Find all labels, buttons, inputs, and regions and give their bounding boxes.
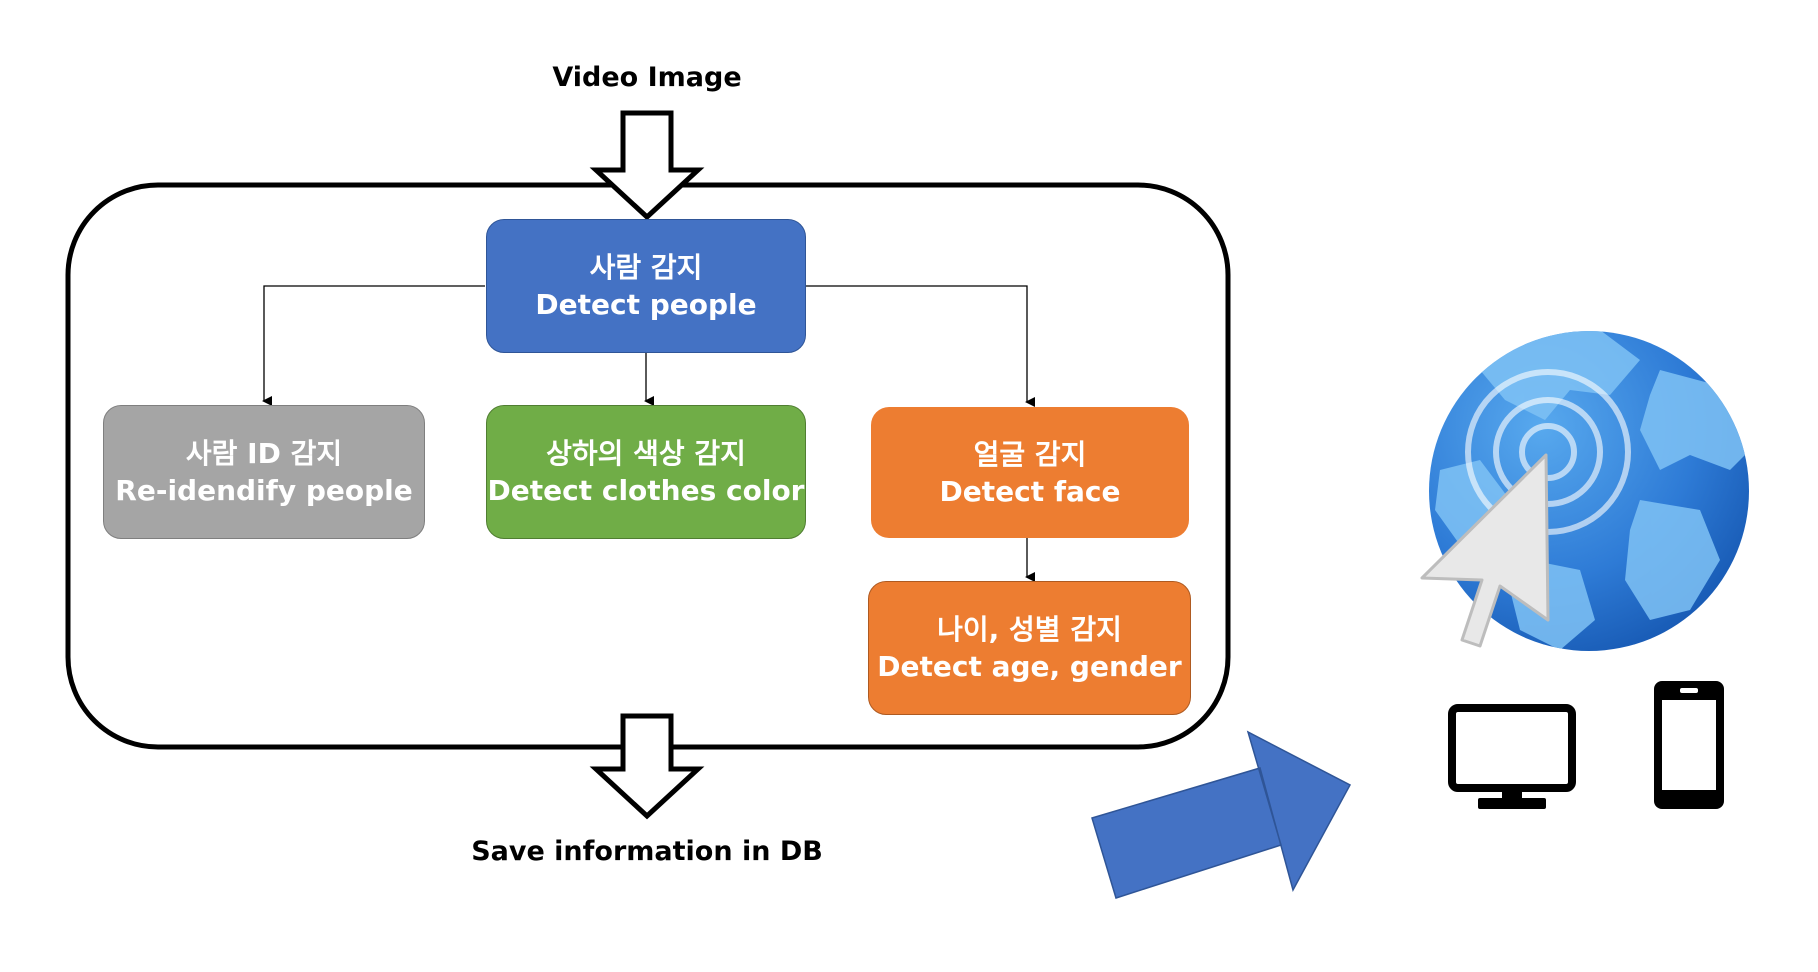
monitor-icon xyxy=(1448,704,1576,809)
hollow-down-arrow-icon xyxy=(589,110,705,221)
node-korean-label: 나이, 성별 감지 xyxy=(937,613,1122,646)
node-korean-label: 사람 ID 감지 xyxy=(185,437,343,470)
smartphone-icon xyxy=(1654,681,1724,809)
output-label: Save information in DB xyxy=(471,836,823,867)
node-english-label: Detect face xyxy=(939,474,1121,508)
web-globe-cursor-icon xyxy=(1420,331,1749,651)
connector-lines xyxy=(262,285,1035,582)
hollow-down-arrow-icon xyxy=(589,713,705,820)
node-detect-age-gender: 나이, 성별 감지 Detect age, gender xyxy=(868,581,1191,715)
node-english-label: Re-idendify people xyxy=(115,474,413,507)
node-english-label: Detect people xyxy=(535,288,757,321)
node-reidentify-people: 사람 ID 감지 Re-idendify people xyxy=(103,405,425,539)
input-label: Video Image xyxy=(552,62,742,93)
node-korean-label: 얼굴 감지 xyxy=(973,437,1087,471)
node-detect-face: 얼굴 감지 Detect face xyxy=(871,407,1189,538)
node-korean-label: 상하의 색상 감지 xyxy=(546,437,746,470)
node-english-label: Detect age, gender xyxy=(877,650,1182,683)
node-detect-clothes-color: 상하의 색상 감지 Detect clothes color xyxy=(486,405,806,539)
node-korean-label: 사람 감지 xyxy=(589,251,703,284)
blue-right-arrow-icon xyxy=(1091,730,1352,899)
connector-to-face xyxy=(806,285,1035,407)
node-english-label: Detect clothes color xyxy=(487,474,805,507)
node-detect-people: 사람 감지 Detect people xyxy=(486,219,806,353)
connector-to-reidentify xyxy=(262,285,485,406)
